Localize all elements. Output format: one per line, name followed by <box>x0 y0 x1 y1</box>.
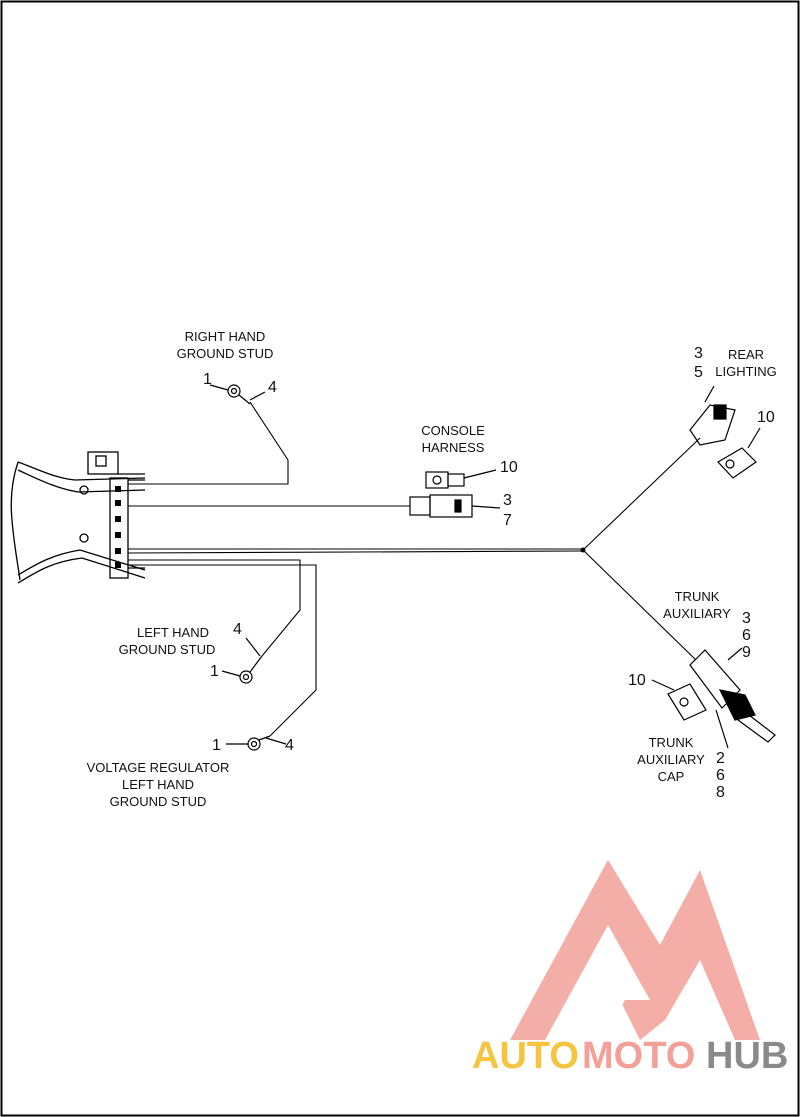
svg-text:LEFT HAND: LEFT HAND <box>122 777 194 792</box>
svg-text:VOLTAGE REGULATOR: VOLTAGE REGULATOR <box>87 760 230 775</box>
harness-wires <box>127 401 701 737</box>
callout-rh-ring: 1 <box>203 371 212 388</box>
callout-trunk-cap-left: 10 <box>628 672 646 689</box>
trunk-auxiliary-cap <box>651 679 729 749</box>
callout-console-conn-b: 7 <box>503 512 512 529</box>
svg-text:GROUND STUD: GROUND STUD <box>119 642 216 657</box>
svg-text:REAR: REAR <box>728 347 764 362</box>
svg-text:LIGHTING: LIGHTING <box>715 364 776 379</box>
label-console-harness: CONSOLE HARNESS <box>421 423 485 455</box>
callout-console-cap: 10 <box>500 459 518 476</box>
svg-text:AUXILIARY: AUXILIARY <box>637 752 705 767</box>
svg-text:CONSOLE: CONSOLE <box>421 423 485 438</box>
callout-rh-wire: 4 <box>268 379 277 396</box>
callout-trunk-b: 6 <box>742 627 751 644</box>
callout-lh-ring: 1 <box>210 663 219 680</box>
rear-lighting-cap <box>717 427 761 479</box>
svg-text:TRUNK: TRUNK <box>675 589 720 604</box>
label-trunk-auxiliary: TRUNK AUXILIARY <box>663 589 731 621</box>
watermark-moto: MOTO <box>582 1035 695 1077</box>
console-cap <box>425 469 497 489</box>
callout-console-conn-a: 3 <box>503 492 512 509</box>
callout-vr-ring: 1 <box>212 737 221 754</box>
svg-text:CAP: CAP <box>658 769 685 784</box>
svg-text:RIGHT HAND: RIGHT HAND <box>185 329 266 344</box>
watermark-auto: AUTO <box>472 1035 579 1077</box>
svg-text:LEFT HAND: LEFT HAND <box>137 625 209 640</box>
callout-trunk-cap-b: 6 <box>716 767 725 784</box>
callout-rear-b: 5 <box>694 364 703 381</box>
svg-text:TRUNK: TRUNK <box>649 735 694 750</box>
label-right-hand-ground-stud: RIGHT HAND GROUND STUD <box>177 329 274 361</box>
svg-text:HARNESS: HARNESS <box>422 440 485 455</box>
label-left-hand-ground-stud: LEFT HAND GROUND STUD <box>119 625 216 657</box>
callout-trunk-cap-a: 2 <box>716 750 725 767</box>
label-voltage-regulator-ground-stud: VOLTAGE REGULATOR LEFT HAND GROUND STUD <box>87 760 230 809</box>
svg-text:GROUND STUD: GROUND STUD <box>177 346 274 361</box>
vr-ground-terminal <box>226 735 287 751</box>
svg-text:GROUND STUD: GROUND STUD <box>110 794 207 809</box>
rear-lighting-connector <box>689 385 736 446</box>
callout-rear-a: 3 <box>694 345 703 362</box>
callout-rear-cap: 10 <box>757 409 775 426</box>
lh-ground-terminal <box>221 637 263 684</box>
automotohub-logo <box>510 860 760 1040</box>
console-connector <box>409 494 501 518</box>
callout-vr-wire: 4 <box>285 737 294 754</box>
callout-trunk-c: 9 <box>742 644 751 661</box>
trunk-auxiliary-connector <box>689 647 776 743</box>
label-rear-lighting: REAR LIGHTING <box>715 347 776 379</box>
frame-section <box>10 451 146 584</box>
callout-lh-wire: 4 <box>233 621 242 638</box>
label-trunk-auxiliary-cap: TRUNK AUXILIARY CAP <box>637 735 705 784</box>
rh-ground-terminal <box>209 384 266 405</box>
svg-text:AUXILIARY: AUXILIARY <box>663 606 731 621</box>
callout-trunk-a: 3 <box>742 610 751 627</box>
watermark-hub: HUB <box>706 1035 788 1077</box>
harness-junction <box>580 547 586 553</box>
callout-trunk-cap-c: 8 <box>716 784 725 801</box>
frame-clips <box>115 486 121 568</box>
